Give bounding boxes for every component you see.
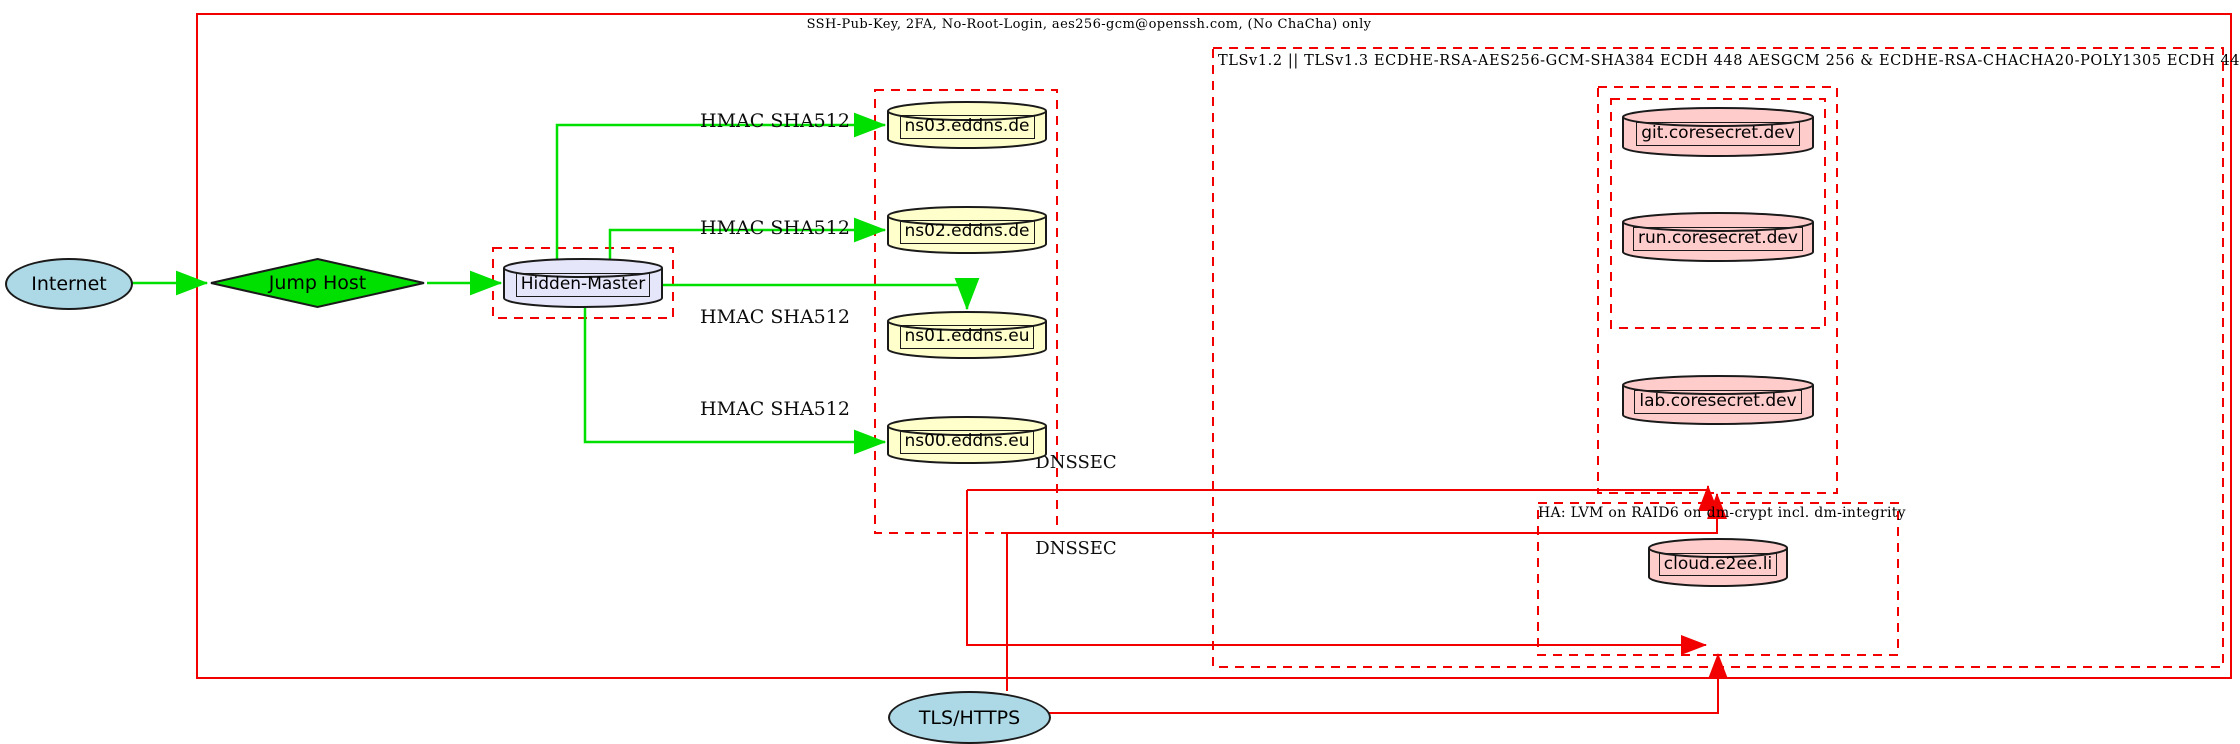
cluster-ssh-box — [196, 13, 2232, 679]
node-git: git.coresecret.dev — [1622, 107, 1814, 157]
edge-tlshttps-to-ha — [1049, 653, 1728, 714]
edge-dnssec-to-ha — [966, 490, 1707, 655]
ns03-label: ns03.eddns.de — [899, 115, 1035, 139]
cluster-ssh-label: SSH-Pub-Key, 2FA, No-Root-Login, aes256-… — [806, 17, 1372, 32]
node-ns01: ns01.eddns.eu — [887, 311, 1047, 359]
node-internet: Internet — [5, 258, 133, 310]
tls-https-label: TLS/HTTPS — [918, 706, 1021, 729]
edge-label-hmac-1: HMAC SHA512 — [700, 110, 850, 132]
edge-label-hmac-2: HMAC SHA512 — [700, 217, 850, 239]
cluster-coresecret-inner-box — [1610, 98, 1826, 329]
ns00-cylinder — [887, 416, 1047, 464]
edge-label-hmac-4: HMAC SHA512 — [700, 398, 850, 420]
cluster-tls-label: TLSv1.2 || TLSv1.3 ECDHE-RSA-AES256-GCM-… — [1218, 53, 2240, 69]
ns02-label: ns02.eddns.de — [899, 220, 1035, 244]
git-cylinder — [1622, 107, 1814, 157]
ns02-cylinder — [887, 206, 1047, 254]
ns01-cylinder — [887, 311, 1047, 359]
edge-dnssec-to-coresecret — [967, 485, 1718, 511]
cluster-coresecret-box — [1597, 86, 1838, 494]
edge-label-dnssec-2: DNSSEC — [1035, 538, 1117, 559]
edge-label-hmac-3: HMAC SHA512 — [700, 306, 850, 328]
edge-hiddenmaster-ns03 — [555, 112, 887, 259]
jump-host-diamond — [210, 257, 425, 309]
edge-label-dnssec-1: DNSSEC — [1035, 452, 1117, 473]
cluster-ha-label: HA: LVM on RAID6 on dm-crypt incl. dm-in… — [1538, 505, 1906, 521]
ns00-label: ns00.eddns.eu — [899, 430, 1035, 454]
internet-label: Internet — [31, 273, 107, 295]
jump-host-label: Jump Host — [268, 272, 367, 294]
node-ns02: ns02.eddns.de — [887, 206, 1047, 254]
lab-cylinder — [1622, 375, 1814, 425]
node-run: run.coresecret.dev — [1622, 212, 1814, 262]
node-jump-host: Jump Host — [209, 257, 426, 309]
edge-hiddenmaster-ns02 — [608, 217, 887, 259]
lab-label: lab.coresecret.dev — [1634, 390, 1802, 414]
hidden-master-label: Hidden-Master — [515, 273, 651, 297]
edge-hiddenmaster-ns01 — [663, 277, 980, 311]
node-hidden-master: Hidden-Master — [503, 258, 663, 308]
cloud-cylinder — [1648, 538, 1788, 587]
run-cylinder — [1622, 212, 1814, 262]
node-lab: lab.coresecret.dev — [1622, 375, 1814, 425]
cluster-dns-box — [874, 89, 1058, 534]
edge-tlshttps-to-coresecret — [1006, 493, 1727, 691]
git-label: git.coresecret.dev — [1636, 122, 1800, 146]
node-tls-https: TLS/HTTPS — [888, 691, 1051, 744]
ns03-cylinder — [887, 101, 1047, 149]
node-ns00: ns00.eddns.eu — [887, 416, 1047, 464]
node-ns03: ns03.eddns.de — [887, 101, 1047, 149]
run-label: run.coresecret.dev — [1633, 227, 1803, 251]
ns01-label: ns01.eddns.eu — [899, 325, 1035, 349]
cloud-label: cloud.e2ee.li — [1658, 552, 1778, 577]
edge-hiddenmaster-ns00 — [583, 308, 887, 455]
node-cloud: cloud.e2ee.li — [1648, 538, 1788, 587]
hidden-master-cylinder — [503, 258, 663, 308]
